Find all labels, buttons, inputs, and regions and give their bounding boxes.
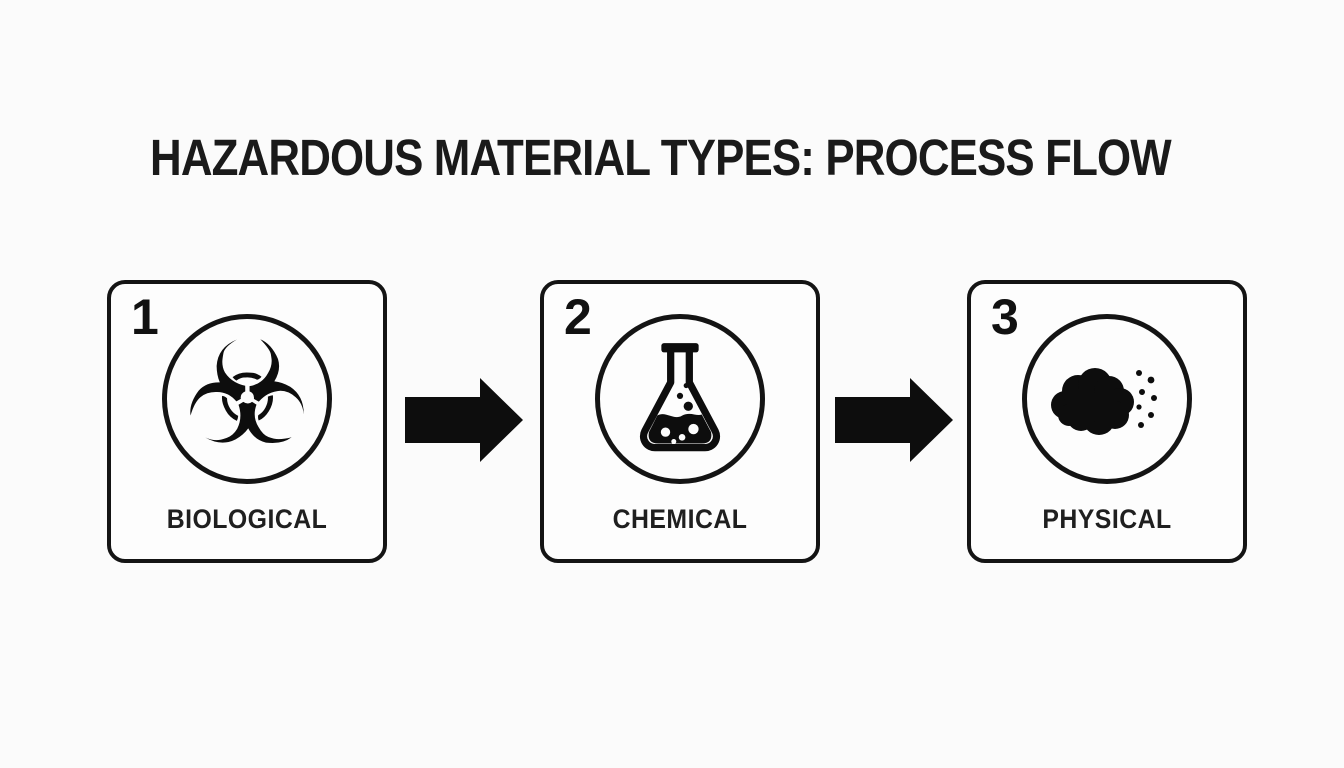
icon-circle	[595, 314, 765, 484]
step-box-biological: 1 ☣ BIOLOGICAL	[107, 280, 387, 563]
icon-circle	[1022, 314, 1192, 484]
dust-cloud-icon	[1051, 368, 1157, 435]
page-title: HAZARDOUS MATERIAL TYPES: PROCESS FLOW	[150, 129, 1172, 186]
step-label: BIOLOGICAL	[166, 504, 328, 534]
biohazard-icon: ☣	[183, 312, 311, 477]
step-number: 1	[131, 289, 159, 345]
arrow-right-icon	[405, 378, 523, 462]
step-number: 2	[564, 289, 592, 345]
step-number: 3	[991, 289, 1019, 345]
step-box-physical: 3	[967, 280, 1247, 563]
step-label: CHEMICAL	[612, 504, 748, 534]
icon-circle: ☣	[162, 314, 332, 484]
flask-icon	[639, 343, 721, 452]
step-label: PHYSICAL	[1042, 504, 1172, 534]
step-box-chemical: 2 CHEMICAL	[540, 280, 820, 563]
arrow-right-icon	[835, 378, 953, 462]
